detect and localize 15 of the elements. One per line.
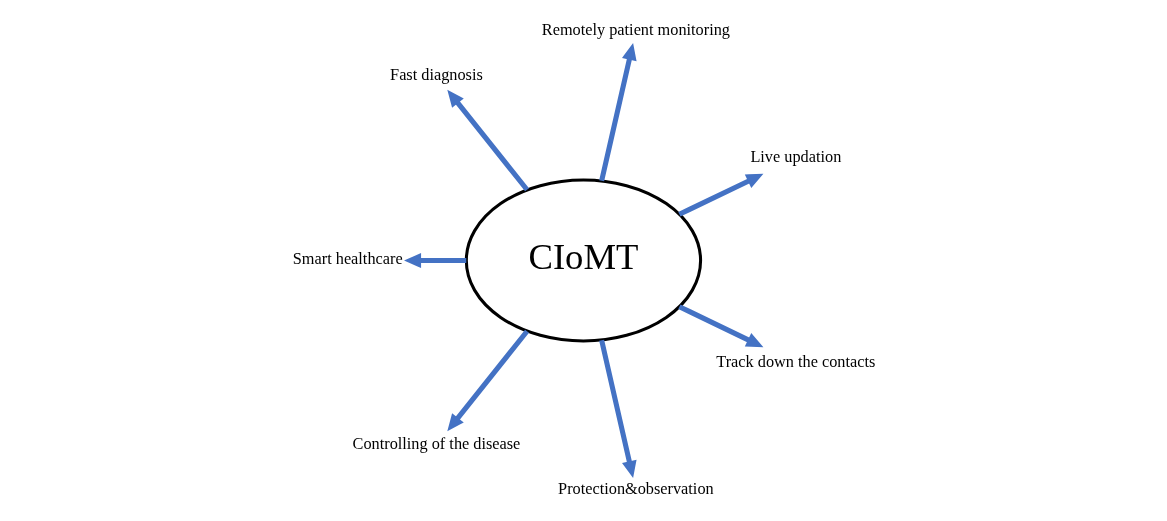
node-text: Track down the contacts <box>715 351 875 371</box>
arrow <box>403 253 466 268</box>
node-text: Fast diagnosis <box>389 65 483 85</box>
arrow <box>598 339 637 478</box>
node-text: Protection&observation <box>557 479 714 499</box>
node-text: Controlling of the disease <box>352 433 520 453</box>
arrow <box>598 43 637 182</box>
arrow <box>677 173 763 217</box>
node-text: Remotely patient monitoring <box>541 19 730 39</box>
node-text: Live updation <box>749 147 841 167</box>
arrow <box>677 304 763 348</box>
arrow <box>446 89 529 192</box>
arrow <box>446 329 529 432</box>
node-text: Smart healthcare <box>292 249 403 269</box>
node-ellipse: CIoMT <box>464 178 702 343</box>
